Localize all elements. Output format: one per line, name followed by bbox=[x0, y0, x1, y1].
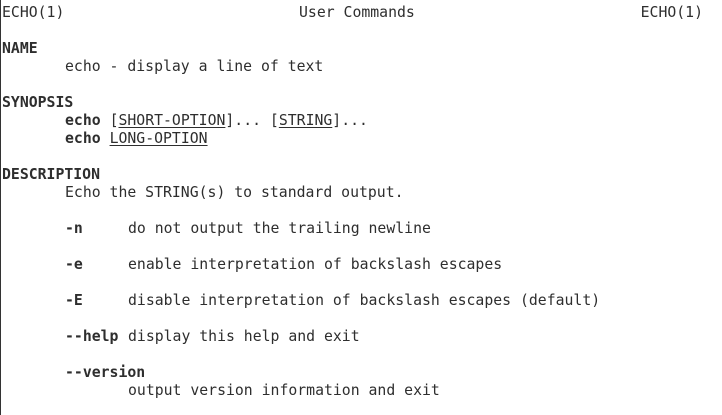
description-intro: Echo the STRING(s) to standard output. bbox=[65, 184, 404, 201]
option-desc-help: display this help and exit bbox=[128, 328, 360, 345]
synopsis-line-2: echo LONG-OPTION bbox=[65, 130, 208, 148]
option-desc-e: enable interpretation of backslash escap… bbox=[128, 256, 503, 273]
option-desc-n: do not output the trailing newline bbox=[128, 220, 431, 237]
synopsis-bracket-close: ]... bbox=[332, 112, 368, 129]
option-flag-e: -e bbox=[65, 256, 83, 273]
synopsis-arg-short-option: SHORT-OPTION bbox=[118, 112, 226, 129]
scroll-area[interactable] bbox=[716, 0, 722, 415]
synopsis-bracket-open: [ bbox=[109, 112, 119, 129]
option-flag-help: --help bbox=[65, 328, 119, 345]
section-heading-synopsis: SYNOPSIS bbox=[2, 94, 74, 111]
option-flag-E: -E bbox=[65, 292, 83, 309]
header-right-title: ECHO(1) bbox=[640, 4, 703, 21]
synopsis-space bbox=[101, 112, 110, 129]
section-heading-description: DESCRIPTION bbox=[2, 166, 100, 183]
synopsis-line-1: echo [SHORT-OPTION]... [STRING]... bbox=[65, 112, 368, 130]
option-desc-E: disable interpretation of backslash esca… bbox=[128, 292, 601, 309]
header-left-title: ECHO(1) bbox=[2, 4, 65, 21]
synopsis-bracket-mid: ]... [ bbox=[225, 112, 279, 129]
name-description: echo - display a line of text bbox=[65, 58, 324, 75]
synopsis-space bbox=[101, 130, 110, 147]
option-desc-version: output version information and exit bbox=[128, 382, 440, 399]
synopsis-command: echo bbox=[65, 130, 101, 147]
synopsis-arg-long-option: LONG-OPTION bbox=[109, 130, 208, 147]
synopsis-command: echo bbox=[65, 112, 101, 129]
synopsis-arg-string: STRING bbox=[278, 112, 333, 129]
section-heading-name: NAME bbox=[2, 40, 38, 57]
window-left-border bbox=[0, 0, 1, 415]
option-flag-n: -n bbox=[65, 220, 83, 237]
option-flag-version: --version bbox=[65, 364, 146, 381]
header-center-title: User Commands bbox=[299, 4, 415, 21]
